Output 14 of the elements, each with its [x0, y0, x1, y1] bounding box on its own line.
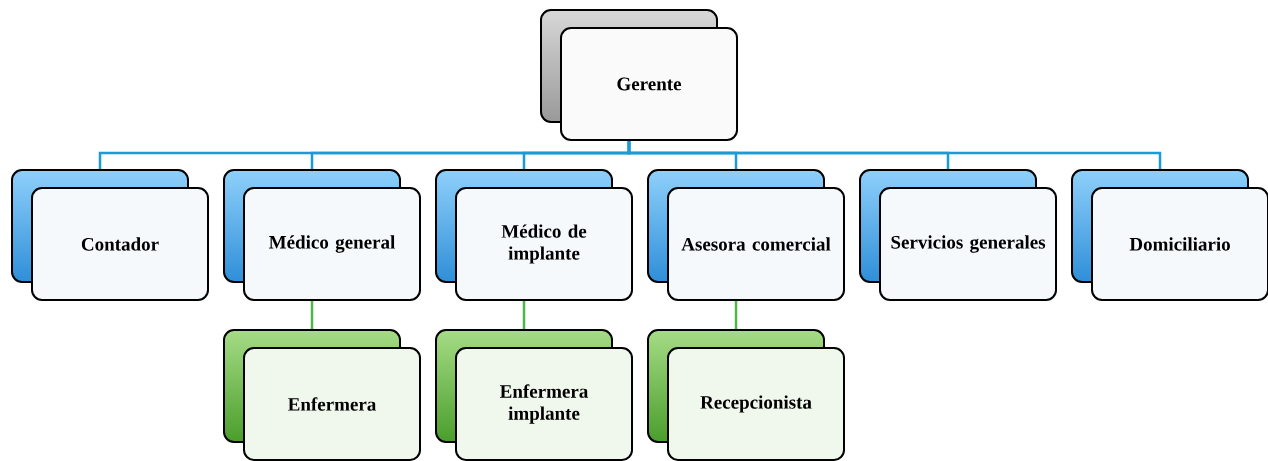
connector-line	[627, 141, 1162, 169]
connector-line	[310, 301, 314, 329]
org-box: Enfermera implante	[435, 329, 633, 461]
org-box: Recepcionista	[647, 329, 845, 461]
org-box: Contador	[11, 169, 209, 301]
connector-line	[734, 301, 738, 329]
org-box: Gerente	[540, 9, 738, 141]
org-box: Enfermera	[223, 329, 421, 461]
org-box: Domiciliario	[1071, 169, 1268, 301]
org-box: Servicios generales	[859, 169, 1057, 301]
org-box: Médico de implante	[435, 169, 633, 301]
connector-line	[522, 301, 526, 329]
org-box: Asesora comercial	[647, 169, 845, 301]
org-box: Médico general	[223, 169, 421, 301]
